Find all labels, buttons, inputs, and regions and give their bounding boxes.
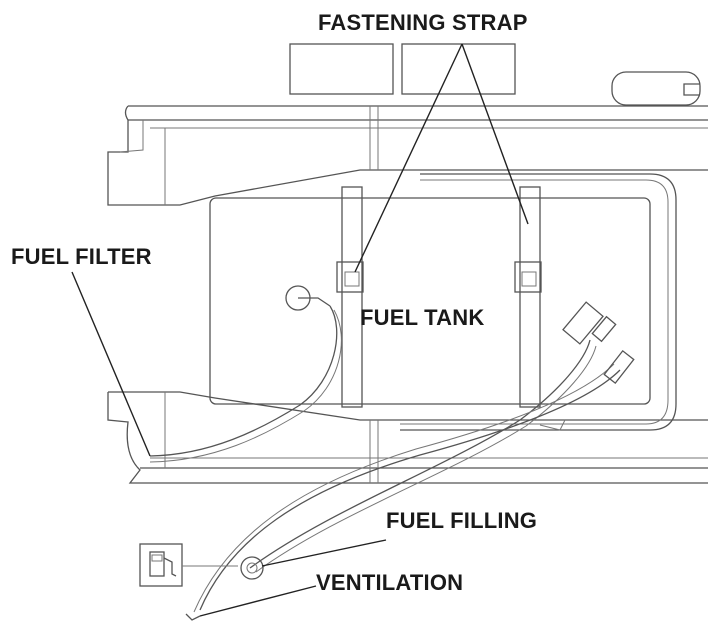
top-pads xyxy=(289,43,516,95)
rear-bracket xyxy=(611,71,701,106)
fuel-line xyxy=(149,305,342,463)
filler-hoses xyxy=(193,301,635,613)
frame-rail-top xyxy=(107,105,708,206)
fastening-strap-right xyxy=(514,186,542,408)
fuel-filter-label: FUEL FILTER xyxy=(11,244,152,269)
leader-lines xyxy=(71,43,529,617)
fastening-strap-label: FASTENING STRAP xyxy=(318,10,528,35)
tank-outlet xyxy=(285,285,331,311)
fuel-tank-label: FUEL TANK xyxy=(360,305,485,330)
fuel-tank xyxy=(209,173,677,431)
ventilation-label: VENTILATION xyxy=(316,570,464,595)
fuel-filling-label: FUEL FILLING xyxy=(386,508,538,533)
frame-rail-bottom xyxy=(107,391,708,484)
fuel-filling-cap xyxy=(240,556,264,580)
fuel-pump-icon xyxy=(139,543,238,587)
fastening-strap-left xyxy=(336,186,364,408)
ventilation-end xyxy=(185,613,201,621)
